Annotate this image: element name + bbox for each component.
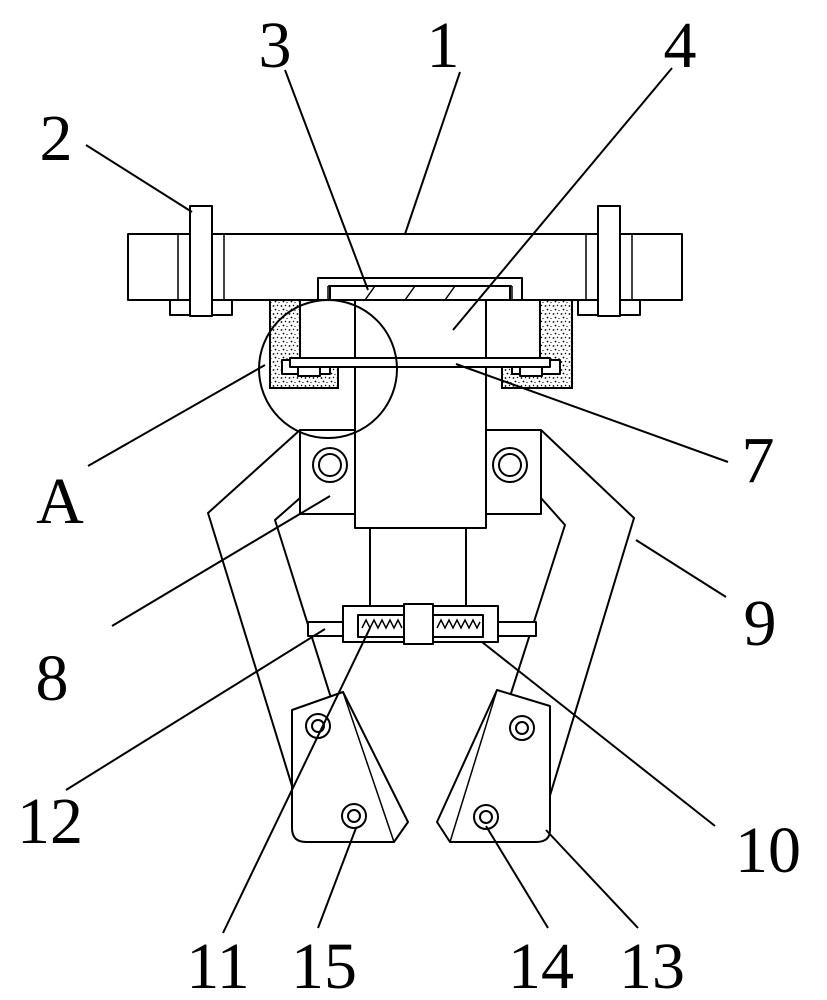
leader-7 xyxy=(455,363,729,463)
label-2: 2 xyxy=(40,102,73,175)
leader-lines xyxy=(65,67,729,934)
leader-a xyxy=(87,364,266,467)
leader-9 xyxy=(635,539,727,598)
right-spring xyxy=(436,618,481,630)
left-spring xyxy=(361,618,403,630)
right-mount-bolt xyxy=(577,205,641,317)
right-hinge-block xyxy=(485,429,542,515)
label-14: 14 xyxy=(508,930,574,1000)
leader-10 xyxy=(481,641,716,827)
leader-13 xyxy=(545,829,639,929)
label-10: 10 xyxy=(735,814,801,887)
label-9: 9 xyxy=(744,587,777,660)
label-1: 1 xyxy=(427,9,460,82)
leader-3 xyxy=(284,69,369,291)
label-11: 11 xyxy=(186,930,250,1000)
leader-12 xyxy=(65,628,326,791)
left-lower-bolt xyxy=(341,803,367,829)
label-a: A xyxy=(36,465,84,538)
label-15: 15 xyxy=(291,930,357,1000)
label-7: 7 xyxy=(742,424,775,497)
leader-8 xyxy=(111,495,331,627)
leader-2 xyxy=(85,144,193,213)
right-lower-bolt xyxy=(473,804,499,830)
spring-bar xyxy=(307,603,537,645)
label-8: 8 xyxy=(36,642,69,715)
cylinder-body xyxy=(299,299,541,529)
leader-4 xyxy=(452,67,673,331)
leader-11 xyxy=(222,627,371,934)
right-upper-bolt xyxy=(509,715,535,741)
label-4: 4 xyxy=(664,9,697,82)
leader-15 xyxy=(317,827,357,929)
label-3: 3 xyxy=(259,9,292,82)
slide-bar xyxy=(289,357,551,368)
left-hinge-block xyxy=(299,429,356,515)
left-mount-bolt xyxy=(169,205,233,317)
part-labels: 1 2 3 4 A 7 8 9 10 11 12 13 14 15 xyxy=(17,9,801,1000)
label-12: 12 xyxy=(17,785,83,858)
piston-rods xyxy=(369,527,467,609)
label-13: 13 xyxy=(619,930,685,1000)
leader-14 xyxy=(485,825,549,929)
leader-1 xyxy=(404,71,461,235)
